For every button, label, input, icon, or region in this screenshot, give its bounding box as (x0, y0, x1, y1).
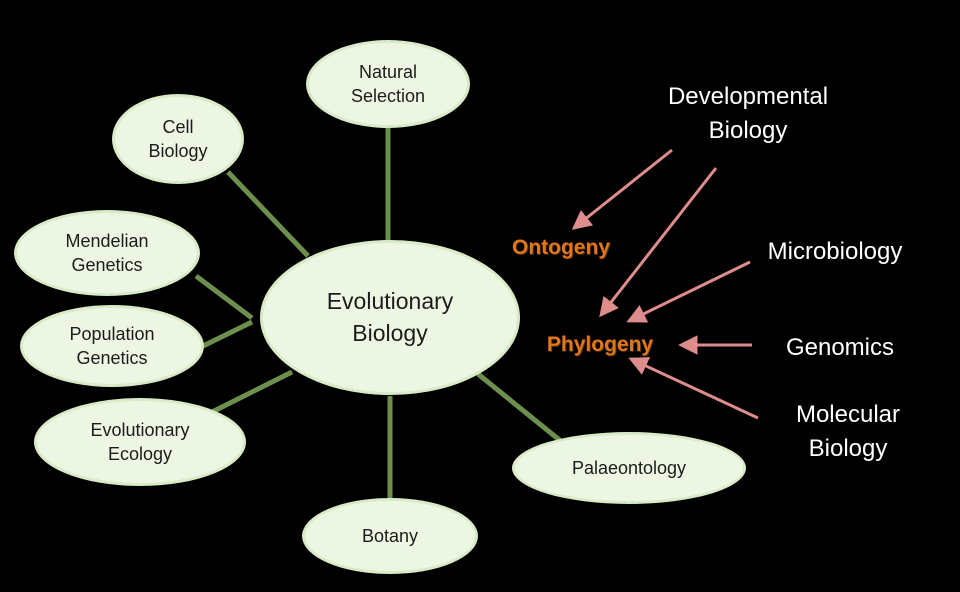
label-genomics: Genomics (785, 334, 895, 361)
node-cell-biology: Cell Biology (112, 94, 244, 184)
connector-population-genetics (201, 319, 254, 349)
label-ontogeny: Ontogeny (512, 236, 610, 259)
node-evolutionary-biology: Evolutionary Biology (260, 240, 520, 395)
connector-mendelian-genetics (194, 274, 254, 320)
node-population-genetics: Population Genetics (20, 305, 204, 387)
label-phylogeny: Phylogeny (546, 333, 654, 356)
connector-cell-biology (226, 170, 310, 258)
connector-evolutionary-ecology (210, 369, 294, 415)
node-evolutionary-ecology: Evolutionary Ecology (34, 398, 246, 486)
node-botany: Botany (302, 498, 478, 574)
label-molecular-biology: Molecular Biology (795, 401, 901, 462)
arrow-microbiology-to-phylogeny (626, 260, 751, 323)
label-microbiology: Microbiology (767, 238, 903, 265)
node-palaeontology: Palaeontology (512, 432, 746, 504)
label-developmental-biology: Developmental Biology (667, 83, 829, 144)
node-natural-selection: Natural Selection (306, 40, 470, 128)
arrow-developmental-to-ontogeny (571, 148, 673, 230)
node-mendelian-genetics: Mendelian Genetics (14, 210, 200, 296)
connector-palaeontology (476, 372, 564, 444)
arrow-developmental-to-phylogeny (599, 167, 718, 318)
arrow-molecular-to-phylogeny (628, 357, 759, 420)
